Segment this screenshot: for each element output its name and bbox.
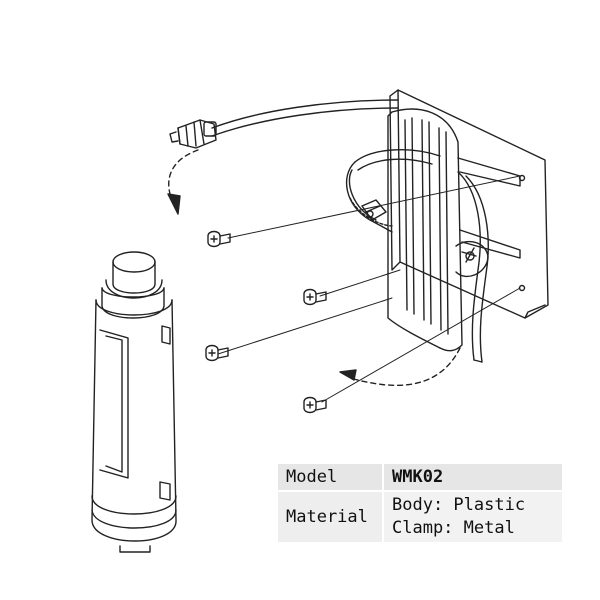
spec-value-model-text: WMK02 <box>392 467 444 487</box>
spec-value-material: Body: Plastic Clamp: Metal <box>382 490 562 542</box>
spec-value-material-body: Body: Plastic <box>392 495 526 515</box>
cylindrical-access-point <box>91 251 177 553</box>
spec-value-material-clamp: Clamp: Metal <box>392 518 515 538</box>
spec-row-material: Material Body: Plastic Clamp: Metal <box>278 490 562 542</box>
spec-label-model: Model <box>278 464 382 490</box>
screw-2 <box>303 288 327 306</box>
spec-label-material: Material <box>278 490 382 542</box>
screw-4 <box>303 396 327 414</box>
screw-3 <box>205 344 229 362</box>
cable-with-connector <box>169 99 399 149</box>
spec-row-model: Model WMK02 <box>278 464 562 490</box>
assembly-direction-arrows <box>167 149 461 387</box>
wall-mount-bracket <box>387 89 549 352</box>
screw-1 <box>207 230 231 248</box>
screw-guide-lines <box>217 175 521 403</box>
spec-table: Model WMK02 Material Body: Plastic Clamp… <box>278 464 562 542</box>
hose-clamp-band <box>345 149 489 363</box>
spec-value-model: WMK02 <box>382 464 562 490</box>
